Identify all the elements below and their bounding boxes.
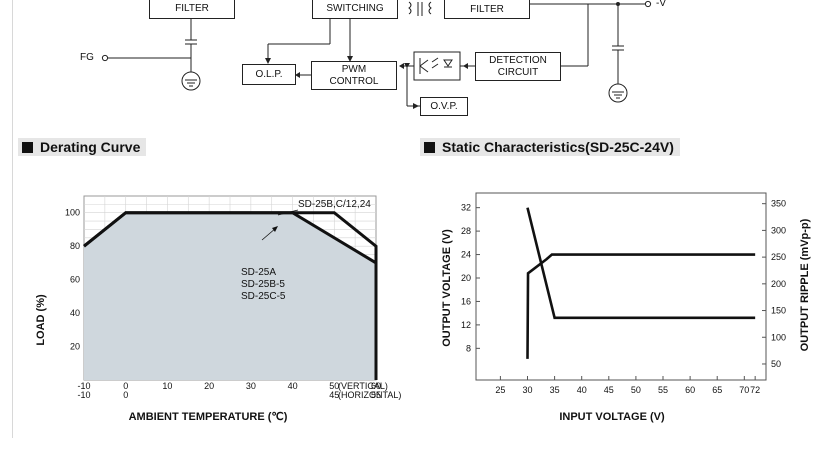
output-minus-label: -V bbox=[656, 0, 666, 9]
block-diagram-wiring bbox=[101, 0, 652, 109]
circuit-label: CIRCUIT bbox=[497, 66, 539, 78]
ovp-label: O.V.P. bbox=[430, 100, 458, 112]
x-tick-label: 25 bbox=[495, 385, 505, 395]
x-tick-label-horizontal: 45 bbox=[329, 390, 339, 400]
output-filter-label: FILTER bbox=[470, 3, 504, 15]
y-tick-label: 100 bbox=[65, 208, 80, 218]
x-tick-label: 50 bbox=[631, 385, 641, 395]
x-tick-label-vertical: 50 bbox=[329, 381, 339, 391]
y-tick-label: 60 bbox=[70, 275, 80, 285]
page-border bbox=[12, 0, 13, 438]
y-right-tick-label: 250 bbox=[771, 252, 786, 262]
switching-label: SWITCHING bbox=[326, 2, 384, 14]
y-tick-label: 20 bbox=[461, 273, 471, 283]
fg-label: FG bbox=[80, 52, 94, 63]
x-tick-label: 40 bbox=[577, 385, 587, 395]
x-tick-label: 65 bbox=[712, 385, 722, 395]
pwm-label: PWM bbox=[341, 63, 367, 75]
detection-circuit-box: DETECTION CIRCUIT bbox=[475, 52, 561, 81]
annotation-sd25bc: SD-25B,C/12,24 bbox=[298, 199, 371, 210]
olp-box: O.L.P. bbox=[242, 64, 296, 85]
output-voltage-line bbox=[526, 253, 756, 359]
output-filter-box: FILTER bbox=[444, 0, 530, 19]
control-label: CONTROL bbox=[329, 75, 379, 87]
y-tick-label: 28 bbox=[461, 226, 471, 236]
y-tick-label: 32 bbox=[461, 203, 471, 213]
y-right-axis-label: OUTPUT RIPPLE (mVp-p) bbox=[799, 218, 811, 351]
series-line-inner bbox=[83, 211, 378, 380]
x-tick-label: 30 bbox=[522, 385, 532, 395]
y-tick-label: 12 bbox=[461, 320, 471, 330]
ovp-box: O.V.P. bbox=[420, 97, 468, 116]
input-filter-label: FILTER bbox=[175, 2, 209, 14]
olp-label: O.L.P. bbox=[255, 68, 283, 80]
x-tick-label-vertical: 60 bbox=[371, 381, 381, 391]
x-tick-label-vertical: 0 bbox=[123, 381, 128, 391]
annotation-arrow-icon bbox=[272, 226, 278, 232]
annotation-sd25b5: SD-25B-5 bbox=[241, 279, 285, 290]
input-filter-box: FILTER bbox=[149, 0, 235, 19]
x-tick-label: 60 bbox=[685, 385, 695, 395]
x-tick-label: 72 bbox=[750, 385, 760, 395]
x-axis-label: AMBIENT TEMPERATURE (℃) bbox=[129, 411, 288, 423]
derating-area-fill bbox=[84, 212, 376, 380]
x-axis-label: INPUT VOLTAGE (V) bbox=[559, 411, 665, 423]
y-tick-label: 24 bbox=[461, 250, 471, 260]
x-tick-label-vertical: -10 bbox=[77, 381, 90, 391]
x-tick-label: 35 bbox=[550, 385, 560, 395]
plot-frame bbox=[475, 192, 767, 381]
derating-curve-title: Derating Curve bbox=[40, 139, 141, 155]
annotation-sd25c5: SD-25C-5 bbox=[241, 291, 286, 302]
x-tick-label-vertical: 40 bbox=[288, 381, 298, 391]
x-tick-label-horizontal: -10 bbox=[77, 390, 90, 400]
x-tick-label: 55 bbox=[658, 385, 668, 395]
y-right-tick-label: 50 bbox=[771, 359, 781, 369]
y-tick-label: 16 bbox=[461, 296, 471, 306]
y-right-tick-label: 300 bbox=[771, 225, 786, 235]
x-tick-suffix-vertical: (VERTICAL) bbox=[338, 381, 388, 391]
annotation-sd25a: SD-25A bbox=[241, 267, 276, 278]
switching-box: SWITCHING bbox=[312, 0, 398, 19]
pwm-control-box: PWM CONTROL bbox=[311, 61, 397, 90]
x-tick-label: 70 bbox=[739, 385, 749, 395]
x-tick-label-vertical: 30 bbox=[246, 381, 256, 391]
y-right-tick-label: 100 bbox=[771, 332, 786, 342]
y-right-tick-label: 200 bbox=[771, 279, 786, 289]
y-tick-label: 40 bbox=[70, 308, 80, 318]
y-tick-label: 20 bbox=[70, 342, 80, 352]
x-tick-label-horizontal: 55 bbox=[371, 390, 381, 400]
static-characteristics-header: Static Characteristics(SD-25C-24V) bbox=[420, 138, 680, 156]
square-bullet-icon bbox=[22, 142, 33, 153]
y-right-tick-label: 150 bbox=[771, 306, 786, 316]
y-axis-label: LOAD (%) bbox=[35, 294, 47, 346]
static-characteristics-title: Static Characteristics(SD-25C-24V) bbox=[442, 139, 674, 155]
square-bullet-icon bbox=[424, 142, 435, 153]
output-ripple-line bbox=[526, 207, 756, 320]
x-tick-suffix-horizontal: (HORIZONTAL) bbox=[338, 390, 401, 400]
x-tick-label-horizontal: 0 bbox=[123, 390, 128, 400]
annotation-leader-line bbox=[277, 209, 299, 216]
x-tick-label: 45 bbox=[604, 385, 614, 395]
y-tick-label: 8 bbox=[466, 343, 471, 353]
x-tick-label-vertical: 20 bbox=[204, 381, 214, 391]
y-axis-label: OUTPUT VOLTAGE (V) bbox=[441, 229, 453, 347]
detection-label: DETECTION bbox=[489, 54, 547, 66]
derating-curve-header: Derating Curve bbox=[18, 138, 147, 156]
y-right-tick-label: 350 bbox=[771, 199, 786, 209]
y-tick-label: 80 bbox=[70, 241, 80, 251]
x-tick-label-vertical: 10 bbox=[162, 381, 172, 391]
